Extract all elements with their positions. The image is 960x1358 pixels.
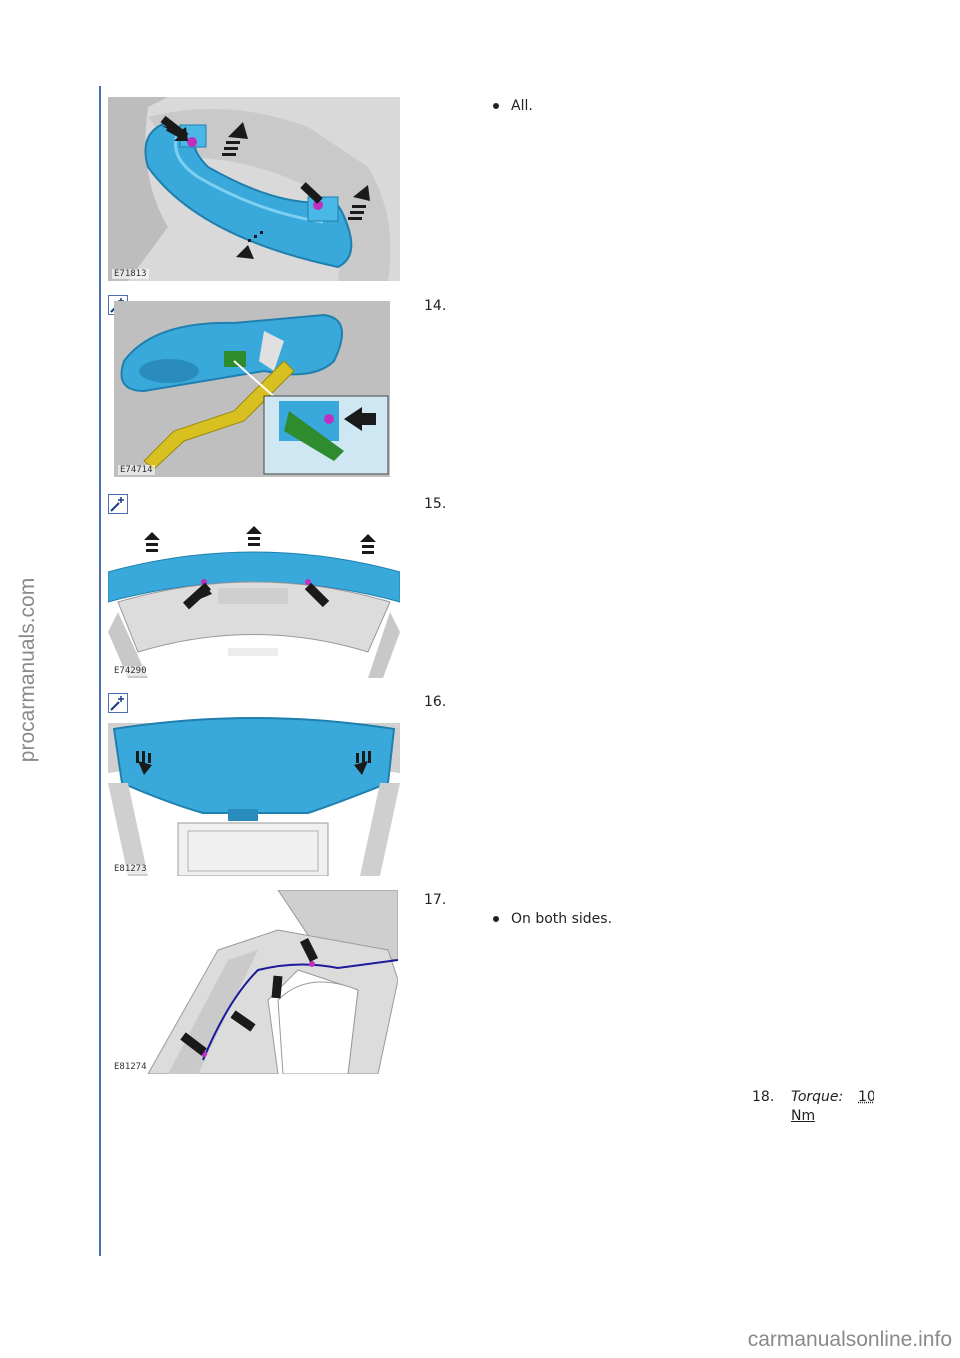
bullet-dot <box>493 103 499 109</box>
torque-label: Torque: <box>791 1089 844 1105</box>
figure-code: E81274 <box>112 1062 149 1072</box>
figure-code: E71813 <box>112 269 149 279</box>
torque-unit: Nm <box>791 1108 816 1124</box>
figure-code: E74290 <box>112 666 149 676</box>
step-bullet: All. <box>493 98 533 114</box>
zoom-plus-icon[interactable] <box>108 693 128 713</box>
figure-headliner-front: E74290 <box>108 522 400 678</box>
bullet-dot <box>493 916 499 922</box>
step-number: 16. <box>424 694 447 710</box>
side-watermark: procarmanuals.com <box>8 560 48 780</box>
figure-pillar-harness: E81274 <box>108 890 398 1074</box>
step-bullet: On both sides. <box>493 911 612 927</box>
figure-code: E81273 <box>112 864 149 874</box>
figure-headliner-removal: E81273 <box>108 713 400 876</box>
margin-rule <box>99 86 101 1256</box>
figure-visor-harness: E74714 <box>114 301 390 477</box>
bullet-text: On both sides. <box>511 911 613 927</box>
step-number: 18. <box>752 1089 775 1105</box>
zoom-plus-icon[interactable] <box>108 494 128 514</box>
step-number: 15. <box>424 496 447 512</box>
step-number: 17. <box>424 892 447 908</box>
step-number: 14. <box>424 298 447 314</box>
side-watermark-text: procarmanuals.com <box>16 577 39 763</box>
figure-code: E74714 <box>118 465 155 475</box>
torque-value: 10 <box>858 1089 874 1105</box>
bullet-text: All. <box>511 98 533 114</box>
footer-watermark: carmanualsonline.info <box>747 1328 952 1351</box>
figure-grab-handle: E71813 <box>108 97 400 281</box>
